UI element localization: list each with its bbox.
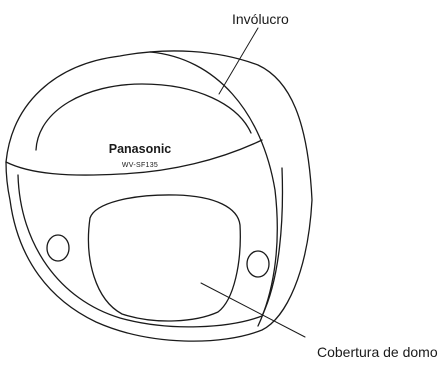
leader-line-housing bbox=[218, 27, 259, 95]
housing-label: Invólucro bbox=[232, 11, 289, 27]
screw-hole-left bbox=[46, 234, 70, 262]
housing-outline bbox=[5, 50, 313, 342]
screw-hole-right bbox=[246, 250, 270, 278]
front-shell-arch bbox=[35, 83, 252, 151]
dome-cover-label: Cobertura de domo bbox=[317, 344, 438, 360]
leader-line-dome bbox=[200, 282, 306, 338]
housing-rim bbox=[149, 51, 278, 327]
front-face bbox=[17, 167, 284, 328]
dome-cover bbox=[87, 194, 241, 322]
front-shell-band bbox=[5, 139, 263, 176]
model-text: WV-SF135 bbox=[122, 162, 158, 169]
brand-text: Panasonic bbox=[109, 142, 172, 156]
